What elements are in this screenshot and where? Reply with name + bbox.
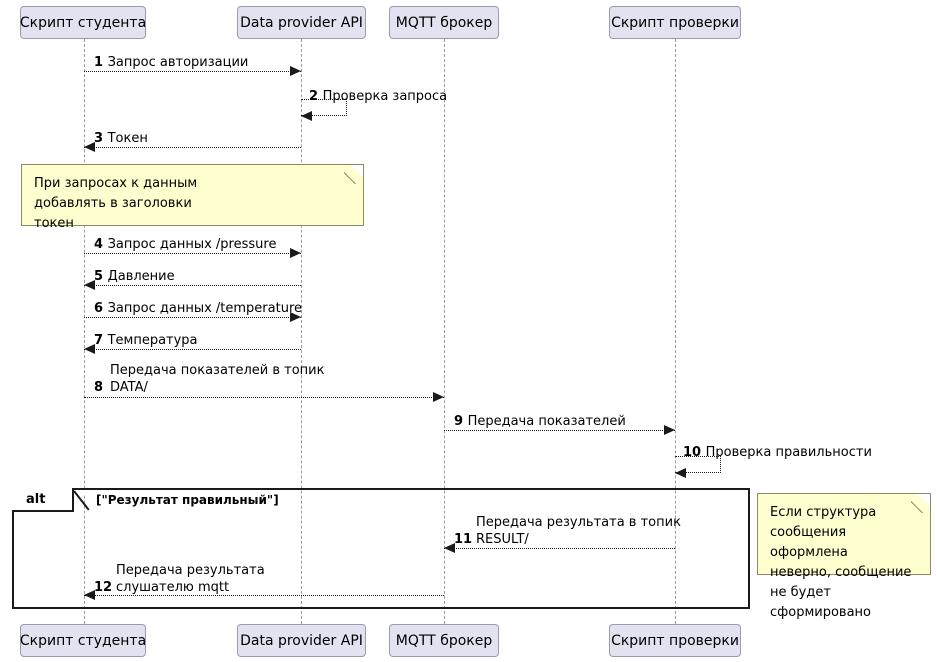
message-line-11 xyxy=(444,548,675,549)
fragment-guard-label: ["Результат правильный"] xyxy=(96,493,279,507)
participant-label-checker: Скрипт проверки xyxy=(611,14,739,31)
arrow-head-9 xyxy=(664,425,675,435)
arrow-head-3 xyxy=(84,142,95,152)
message-line-3 xyxy=(84,147,301,148)
arrow-head-8 xyxy=(433,392,444,402)
participant-label-broker: MQTT брокер xyxy=(395,632,493,649)
arrow-head-5 xyxy=(84,280,95,290)
arrow-head-6 xyxy=(290,312,301,322)
message-label-2: 2 Проверка запроса xyxy=(309,88,447,105)
message-text-7: Температура xyxy=(107,333,198,348)
message-label-10: 10 Проверка правильности xyxy=(683,444,872,461)
self-message-10 xyxy=(675,456,721,473)
message-seq-11: 11 xyxy=(454,532,473,547)
message-seq-6: 6 xyxy=(94,301,108,316)
participant-bottom-provider[interactable]: Data provider API xyxy=(237,624,366,657)
lifeline-student xyxy=(84,39,85,624)
message-seq-4: 4 xyxy=(94,237,108,252)
message-line-7 xyxy=(84,349,301,350)
message-label-5: 5 Давление xyxy=(94,268,175,285)
message-line-8 xyxy=(84,397,444,398)
message-line-4 xyxy=(84,253,301,254)
message-text-5: Давление xyxy=(107,269,175,284)
message-seq-12: 12 xyxy=(94,580,113,595)
participant-label-broker: MQTT брокер xyxy=(395,14,493,31)
participant-top-provider[interactable]: Data provider API xyxy=(237,6,366,39)
fragment-operator-label: alt xyxy=(26,491,46,507)
message-line-9 xyxy=(444,430,675,431)
message-label-6: 6 Запрос данных /temperature xyxy=(94,300,302,317)
participant-top-broker[interactable]: MQTT брокер xyxy=(389,6,499,39)
participant-label-student: Скрипт студента xyxy=(19,14,147,31)
message-seq-1: 1 xyxy=(94,55,108,70)
participant-label-provider: Data provider API xyxy=(240,14,363,31)
message-line-1 xyxy=(84,71,301,72)
arrow-head-10 xyxy=(675,468,686,478)
participant-top-checker[interactable]: Скрипт проверки xyxy=(609,6,741,39)
note-structure: Если структура сообщения оформлена невер… xyxy=(757,493,931,620)
message-text-8: Передача показателей в топик DATA/ xyxy=(110,363,325,395)
message-label-4: 4 Запрос данных /pressure xyxy=(94,236,276,253)
participant-top-student[interactable]: Скрипт студента xyxy=(20,6,146,39)
arrow-head-11 xyxy=(444,543,455,553)
participant-label-student: Скрипт студента xyxy=(19,632,147,649)
message-text-2: Проверка запроса xyxy=(322,89,448,104)
message-label-3: 3 Токен xyxy=(94,130,148,147)
note-fold-line-icon xyxy=(344,165,363,184)
message-seq-9: 9 xyxy=(454,414,468,429)
message-text-6: Запрос данных /temperature xyxy=(107,301,303,316)
message-seq-2: 2 xyxy=(309,89,323,104)
message-text-9: Передача показателей xyxy=(467,414,626,429)
message-text-3: Токен xyxy=(107,131,148,146)
message-seq-10: 10 xyxy=(683,445,706,460)
arrow-head-1 xyxy=(290,66,301,76)
participant-bottom-checker[interactable]: Скрипт проверки xyxy=(609,624,741,657)
lifeline-broker xyxy=(444,39,445,624)
arrow-head-4 xyxy=(290,248,301,258)
note-fold-line-icon xyxy=(911,494,930,513)
message-label-8: 8 Передача показателей в топик DATA/ xyxy=(94,362,325,396)
message-text-4: Запрос данных /pressure xyxy=(107,237,277,252)
message-line-5 xyxy=(84,285,301,286)
message-line-6 xyxy=(84,317,301,318)
fragment-operator-tab: alt xyxy=(12,488,74,512)
message-text-11: Передача результата в топик RESULT/ xyxy=(476,515,681,547)
message-text-10: Проверка правильности xyxy=(705,445,872,460)
message-seq-5: 5 xyxy=(94,269,108,284)
participant-label-provider: Data provider API xyxy=(240,632,363,649)
lifeline-checker xyxy=(675,39,676,624)
note-token: При запросах к данным добавлять в заголо… xyxy=(21,164,364,231)
message-label-1: 1 Запрос авторизации xyxy=(94,54,248,71)
lifeline-provider xyxy=(301,39,302,624)
self-message-2 xyxy=(301,99,347,116)
arrow-head-2 xyxy=(301,111,312,121)
participant-label-checker: Скрипт проверки xyxy=(611,632,739,649)
message-label-9: 9 Передача показателей xyxy=(454,413,626,430)
fragment-alt-result-correct xyxy=(12,488,750,609)
message-seq-8: 8 xyxy=(94,380,104,395)
message-seq-7: 7 xyxy=(94,333,108,348)
participant-bottom-student[interactable]: Скрипт студента xyxy=(20,624,146,657)
participant-bottom-broker[interactable]: MQTT брокер xyxy=(389,624,499,657)
message-text-12: Передача результата слушателю mqtt xyxy=(116,563,265,595)
message-line-12 xyxy=(84,595,444,596)
message-seq-3: 3 xyxy=(94,131,108,146)
message-label-7: 7 Температура xyxy=(94,332,198,349)
message-text-1: Запрос авторизации xyxy=(107,55,249,70)
arrow-head-12 xyxy=(84,590,95,600)
arrow-head-7 xyxy=(84,344,95,354)
